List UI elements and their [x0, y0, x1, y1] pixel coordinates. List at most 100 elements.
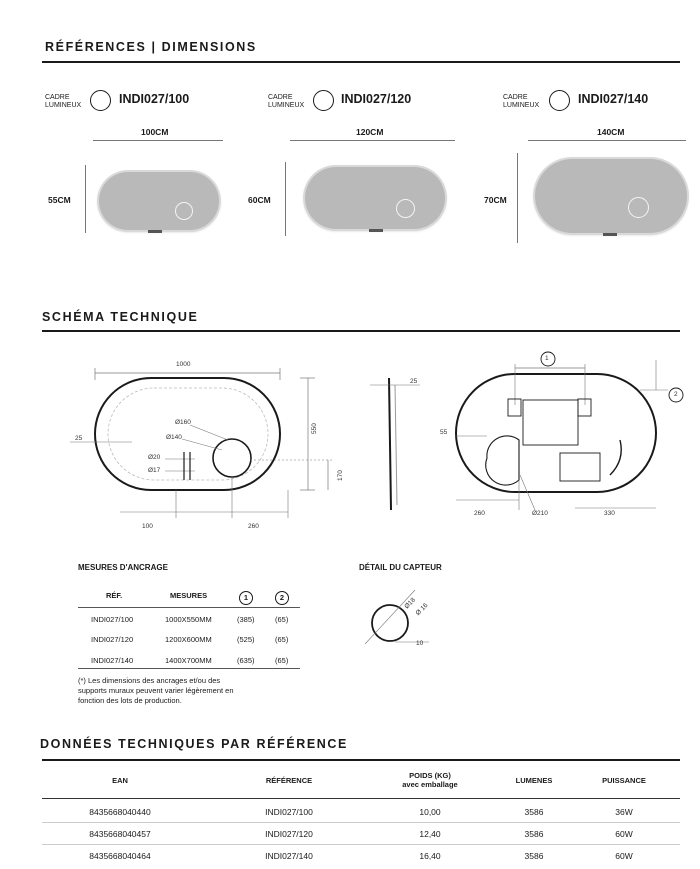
col-poids: POIDS (KG) avec emballage: [402, 771, 458, 789]
height-label: 70CM: [484, 195, 507, 205]
anchors-divider: [78, 607, 300, 608]
height-dim-line: [517, 153, 518, 243]
cell-ean: 8435668040440: [89, 807, 151, 817]
section-title-references: RÉFÉRENCES | DIMENSIONS: [45, 40, 257, 54]
b100-label: 100: [142, 523, 153, 530]
anchor-c1: (635): [237, 656, 255, 665]
section-divider: [42, 61, 680, 63]
anchors-header-mesures: MESURES: [170, 591, 208, 600]
sensor-drawing: [364, 589, 429, 645]
col-lumenes: LUMENES: [515, 776, 553, 785]
back-marker-1: 1: [545, 355, 549, 362]
cell-reference: INDI027/100: [265, 807, 313, 817]
anchor-ref: INDI027/140: [91, 656, 134, 665]
technical-drawing: [70, 351, 684, 518]
b260-label: 260: [248, 523, 259, 530]
cell-puissance: 60W: [615, 851, 633, 861]
ref-label: INDI027/100: [119, 92, 190, 106]
section-divider: [42, 330, 680, 332]
front-margin-label: 25: [75, 435, 83, 442]
anchor-c1: (385): [237, 615, 255, 624]
anchor-mesures: 1200X600MM: [165, 635, 212, 644]
anchor-c2: (65): [275, 615, 289, 624]
back-mirror-outline: [455, 373, 657, 493]
width-label: 100CM: [141, 127, 169, 137]
height-dim-line: [285, 162, 286, 236]
sensor-icon: [628, 197, 649, 218]
anchor-mesures: 1000X550MM: [165, 615, 212, 624]
height-label: 55CM: [48, 195, 71, 205]
width-dim-line: [93, 140, 223, 141]
cell-ean: 8435668040457: [89, 829, 151, 839]
anchor-ref: INDI027/100: [91, 615, 134, 624]
section-divider: [42, 759, 680, 761]
front-sensor-circle: [212, 438, 252, 478]
back-v55-label: 55: [440, 429, 448, 436]
front-led-line: [107, 387, 269, 481]
anchor-c2: (65): [275, 656, 289, 665]
sensor-depth-label: 10: [416, 640, 424, 647]
col-puissance: PUISSANCE: [602, 776, 646, 785]
table-row-divider: [42, 822, 680, 823]
front-width-label: 1000: [176, 361, 191, 368]
col-reference: RÉFÉRENCE: [265, 776, 313, 785]
ref-label: INDI027/140: [578, 92, 649, 106]
width-dim-line: [290, 140, 455, 141]
front-height-label: 550: [311, 423, 318, 434]
cell-reference: INDI027/120: [265, 829, 313, 839]
d20-label: Ø20: [148, 454, 161, 461]
back-b330-label: 330: [604, 510, 615, 517]
cadre-circle-icon: [549, 90, 570, 111]
ref-label: INDI027/120: [341, 92, 412, 106]
sensor-icon: [175, 202, 193, 220]
anchor-mesures: 1400X700MM: [165, 656, 212, 665]
anchors-header-ref: RÉF.: [106, 591, 123, 600]
d17-label: Ø17: [148, 467, 161, 474]
cell-lumenes: 3586: [524, 829, 544, 839]
section-title-donnees: DONNÉES TECHNIQUES PAR RÉFÉRENCE: [40, 737, 348, 751]
d160-label: Ø160: [175, 419, 191, 426]
back-marker-2: 2: [674, 391, 678, 398]
mirror-foot: [369, 229, 383, 232]
mirror-foot: [603, 233, 617, 236]
mirror-100: [99, 172, 219, 230]
anchors-divider: [78, 668, 300, 669]
cell-poids: 16,40: [419, 851, 441, 861]
side-depth-label: 25: [410, 378, 418, 385]
width-label: 120CM: [356, 127, 384, 137]
cell-poids: 12,40: [419, 829, 441, 839]
back-d210-label: Ø210: [532, 510, 548, 517]
cell-reference: INDI027/140: [265, 851, 313, 861]
v170-label: 170: [337, 470, 344, 481]
d140-label: Ø140: [166, 434, 182, 441]
table-row-divider: [42, 844, 680, 845]
col-ean: EAN: [112, 776, 128, 785]
width-dim-line: [528, 140, 686, 141]
cell-puissance: 60W: [615, 829, 633, 839]
anchor-ref: INDI027/120: [91, 635, 134, 644]
front-mirror-outline: [94, 377, 281, 491]
cell-puissance: 36W: [615, 807, 633, 817]
cell-lumenes: 3586: [524, 851, 544, 861]
mirror-140: [535, 159, 687, 233]
cadre-circle-icon: [90, 90, 111, 111]
sensor-icon: [396, 199, 415, 218]
anchor-c2: (65): [275, 635, 289, 644]
anchors-header-c2: 2: [275, 587, 289, 605]
height-label: 60CM: [248, 195, 271, 205]
cell-lumenes: 3586: [524, 807, 544, 817]
anchors-note: (*) Les dimensions des ancrages et/ou de…: [78, 676, 234, 705]
back-b260-label: 260: [474, 510, 485, 517]
sensor-title: DÉTAIL DU CAPTEUR: [359, 563, 442, 572]
anchors-title: MESURES D'ANCRAGE: [78, 563, 168, 572]
mirror-foot: [148, 230, 162, 233]
anchor-c1: (525): [237, 635, 255, 644]
cell-poids: 10,00: [419, 807, 441, 817]
cadre-circle-icon: [313, 90, 334, 111]
section-title-schema: SCHÉMA TECHNIQUE: [42, 310, 199, 324]
width-label: 140CM: [597, 127, 625, 137]
height-dim-line: [85, 165, 86, 233]
